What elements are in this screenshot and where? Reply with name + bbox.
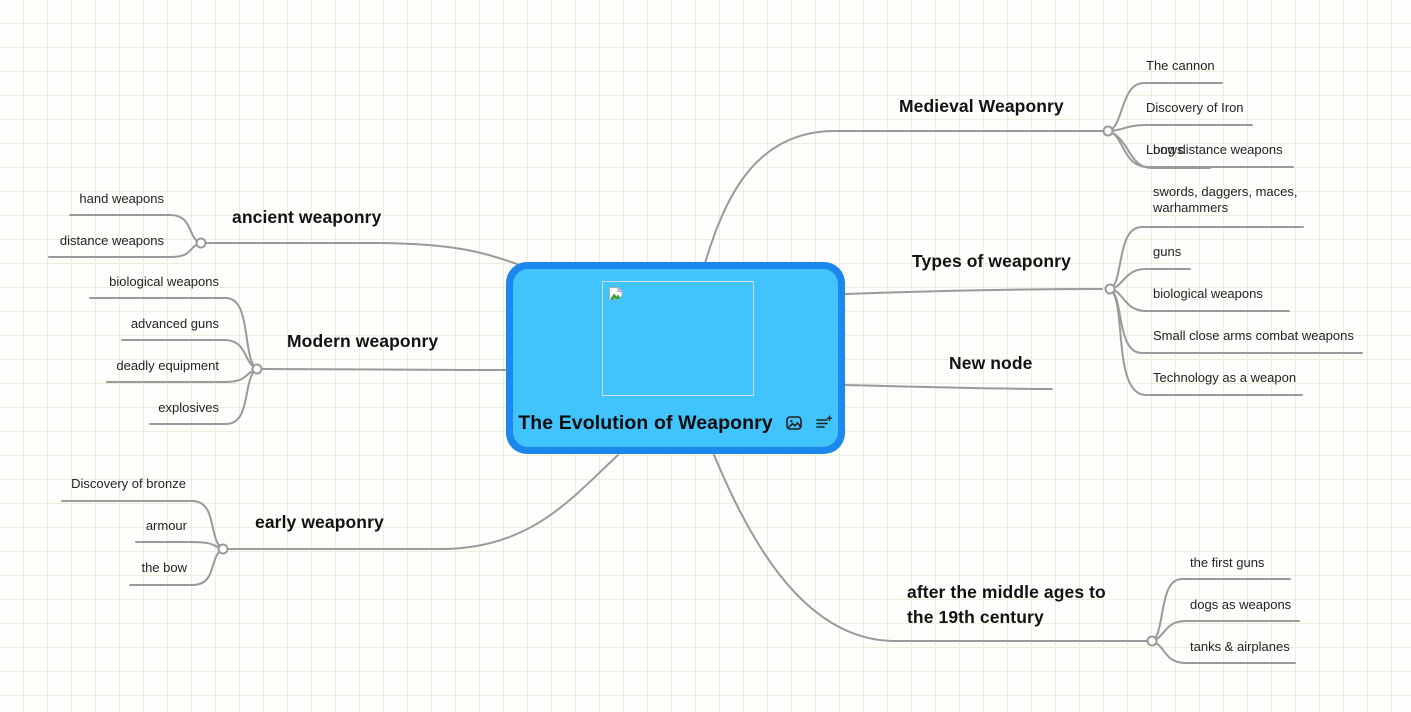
root-title-row: The Evolution of Weaponry (513, 410, 838, 436)
node-biological-weapons-right[interactable]: biological weapons (1153, 286, 1263, 301)
node-dogs-as-weapons[interactable]: dogs as weapons (1190, 597, 1292, 612)
node-tanks-airplanes[interactable]: tanks & airplanes (1190, 639, 1290, 654)
connector-types-technology (1109, 288, 1303, 396)
connector-aftermiddle-dogs (1151, 620, 1300, 642)
connector-types-swords (1109, 226, 1304, 290)
connector-modern-explosives (149, 368, 258, 425)
node-hand-weapons[interactable]: hand weapons (79, 191, 164, 206)
node-guns[interactable]: guns (1153, 244, 1182, 259)
image-icon[interactable] (785, 414, 803, 432)
node-the-first-guns[interactable]: the first guns (1190, 555, 1265, 570)
connector-aftermiddle-firstguns (1151, 578, 1291, 642)
root-node-title[interactable]: The Evolution of Weaponry (518, 411, 773, 434)
node-discovery-of-bronze[interactable]: Discovery of bronze (71, 476, 186, 491)
connector-aftermiddle (711, 449, 1148, 642)
node-distance-weapons[interactable]: distance weapons (59, 233, 164, 248)
node-small-close-arms[interactable]: Small close arms combat weapons (1153, 328, 1354, 343)
branch-new-node[interactable]: New node (949, 353, 1033, 373)
branch-ancient-weaponry[interactable]: ancient weaponry (232, 207, 382, 227)
connector-medieval (699, 130, 1105, 281)
root-node-body: The Evolution of Weaponry (513, 269, 838, 447)
node-deadly-equipment[interactable]: deadly equipment (116, 358, 219, 373)
node-bows[interactable]: bows (1153, 142, 1184, 157)
branch-medieval-weaponry[interactable]: Medieval Weaponry (899, 96, 1064, 116)
junction-aftermiddle[interactable] (1146, 635, 1158, 647)
node-the-bow[interactable]: the bow (141, 560, 187, 575)
connector-ancient (205, 242, 523, 267)
connector-early-bronze (61, 500, 224, 550)
root-node[interactable]: The Evolution of Weaponry (506, 262, 845, 454)
connector-medieval-cannon (1107, 82, 1223, 132)
junction-types[interactable] (1104, 283, 1116, 295)
junction-medieval[interactable] (1102, 125, 1114, 137)
node-long-distance-weapons[interactable]: Long distance weapons (1146, 142, 1283, 157)
junction-ancient[interactable] (195, 237, 207, 249)
branch-modern-weaponry[interactable]: Modern weaponry (287, 331, 439, 351)
node-swords-daggers[interactable]: swords, daggers, maces, warhammers (1153, 184, 1298, 215)
image-placeholder[interactable] (602, 281, 754, 396)
junction-early[interactable] (217, 543, 229, 555)
connector-early-armour (135, 541, 224, 550)
connector-modern-biological (89, 297, 258, 370)
add-notes-icon[interactable] (815, 414, 833, 432)
branch-after-middle-ages[interactable]: after the middle ages to the 19th centur… (907, 582, 1106, 627)
connector-medieval-bows (1107, 130, 1211, 169)
node-explosives[interactable]: explosives (158, 400, 219, 415)
node-technology-as-weapon[interactable]: Technology as a weapon (1153, 370, 1297, 385)
connector-medieval-iron (1107, 124, 1253, 132)
node-the-cannon[interactable]: The cannon (1146, 58, 1215, 73)
node-discovery-of-iron[interactable]: Discovery of Iron (1146, 100, 1244, 115)
connector-newnode (844, 384, 1053, 390)
connector-types (844, 288, 1103, 295)
branch-types-of-weaponry[interactable]: Types of weaponry (912, 251, 1071, 271)
connector-modern (262, 368, 507, 371)
connector-early (227, 454, 619, 550)
broken-image-icon (609, 286, 624, 301)
node-advanced-guns[interactable]: advanced guns (130, 316, 219, 331)
node-armour[interactable]: armour (145, 518, 187, 533)
node-biological-weapons-left[interactable]: biological weapons (109, 274, 219, 289)
junction-modern[interactable] (251, 363, 263, 375)
branch-early-weaponry[interactable]: early weaponry (255, 512, 384, 532)
